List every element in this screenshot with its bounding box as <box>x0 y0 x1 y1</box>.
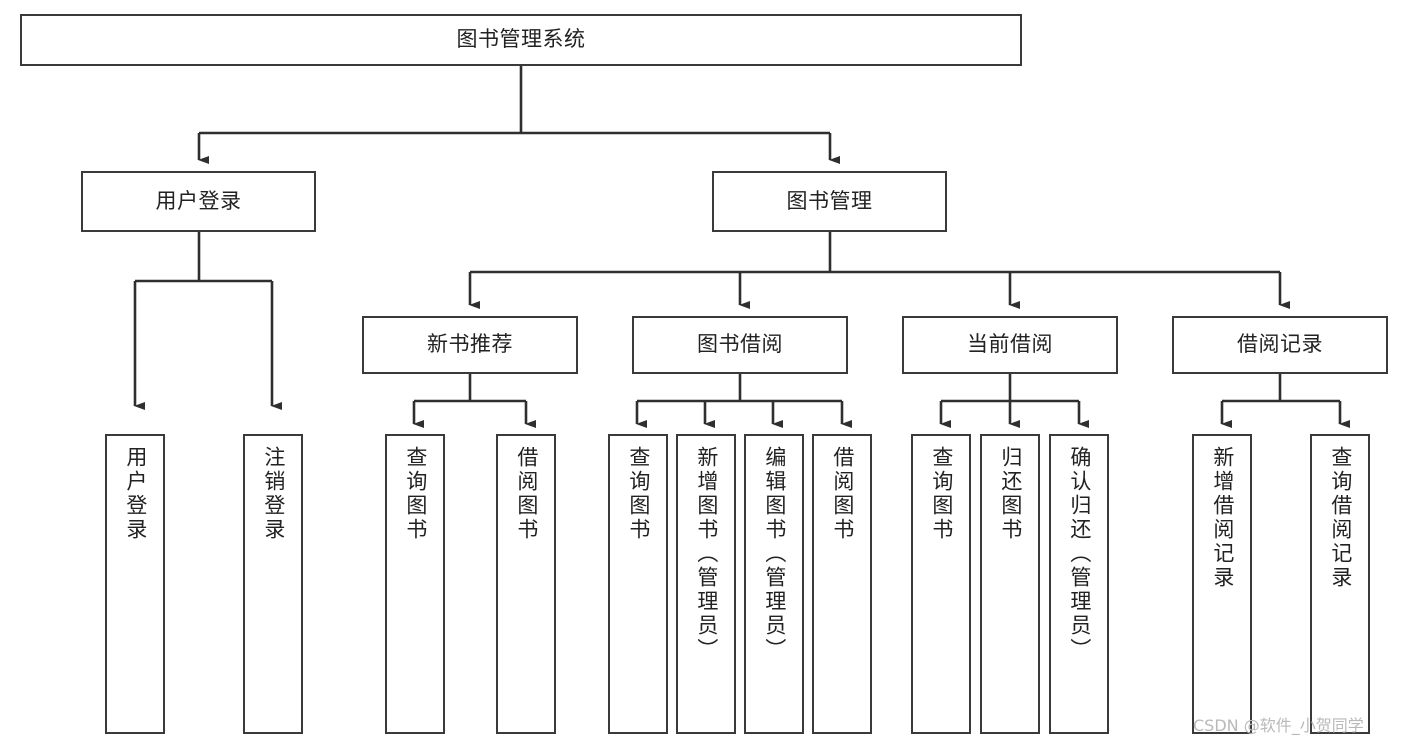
node-borrow-record-label: 借阅记录 <box>1237 332 1323 357</box>
node-new-book-recommend[interactable]: 新书推荐 <box>362 316 578 374</box>
node-leaf-new-book-2-label: 借阅图书 <box>514 446 539 542</box>
node-leaf-borrow-record-2-label: 查询借阅记录 <box>1328 446 1353 590</box>
node-user-login[interactable]: 用户登录 <box>81 171 316 232</box>
node-leaf-user-login-1-label: 用户登录 <box>123 446 148 542</box>
node-leaf-current-borrow-3-label: 确认归还（管理员） <box>1067 446 1092 662</box>
node-root-label: 图书管理系统 <box>456 27 586 52</box>
node-leaf-current-borrow-3[interactable]: 确认归还（管理员） <box>1049 434 1109 734</box>
node-leaf-book-borrow-2[interactable]: 新增图书（管理员） <box>676 434 736 734</box>
node-leaf-new-book-2[interactable]: 借阅图书 <box>496 434 556 734</box>
node-leaf-current-borrow-1[interactable]: 查询图书 <box>911 434 971 734</box>
node-leaf-new-book-1-label: 查询图书 <box>403 446 428 542</box>
node-book-management-label: 图书管理 <box>786 188 873 213</box>
node-leaf-current-borrow-2[interactable]: 归还图书 <box>980 434 1040 734</box>
node-borrow-record[interactable]: 借阅记录 <box>1172 316 1388 374</box>
node-current-borrow[interactable]: 当前借阅 <box>902 316 1118 374</box>
node-leaf-borrow-record-1[interactable]: 新增借阅记录 <box>1192 434 1252 734</box>
node-leaf-borrow-record-2[interactable]: 查询借阅记录 <box>1310 434 1370 734</box>
node-book-borrow[interactable]: 图书借阅 <box>632 316 848 374</box>
node-book-management[interactable]: 图书管理 <box>712 171 947 232</box>
node-leaf-user-login-2-label: 注销登录 <box>261 446 286 542</box>
node-leaf-borrow-record-1-label: 新增借阅记录 <box>1210 446 1235 590</box>
node-leaf-new-book-1[interactable]: 查询图书 <box>385 434 445 734</box>
node-leaf-current-borrow-1-label: 查询图书 <box>929 446 954 542</box>
node-book-borrow-label: 图书借阅 <box>697 332 783 357</box>
node-leaf-book-borrow-1[interactable]: 查询图书 <box>608 434 668 734</box>
node-leaf-current-borrow-2-label: 归还图书 <box>998 446 1023 542</box>
node-new-book-recommend-label: 新书推荐 <box>427 332 513 357</box>
node-leaf-book-borrow-4-label: 借阅图书 <box>830 446 855 542</box>
node-current-borrow-label: 当前借阅 <box>967 332 1053 357</box>
csdn-watermark: CSDN @软件_小贺同学 <box>1193 716 1364 735</box>
node-leaf-book-borrow-2-label: 新增图书（管理员） <box>694 446 719 662</box>
node-root[interactable]: 图书管理系统 <box>20 14 1022 66</box>
node-user-login-label: 用户登录 <box>155 188 242 213</box>
node-leaf-book-borrow-1-label: 查询图书 <box>626 446 651 542</box>
node-leaf-book-borrow-3-label: 编辑图书（管理员） <box>762 446 787 662</box>
node-leaf-book-borrow-4[interactable]: 借阅图书 <box>812 434 872 734</box>
node-leaf-user-login-1[interactable]: 用户登录 <box>105 434 165 734</box>
node-leaf-user-login-2[interactable]: 注销登录 <box>243 434 303 734</box>
node-leaf-book-borrow-3[interactable]: 编辑图书（管理员） <box>744 434 804 734</box>
